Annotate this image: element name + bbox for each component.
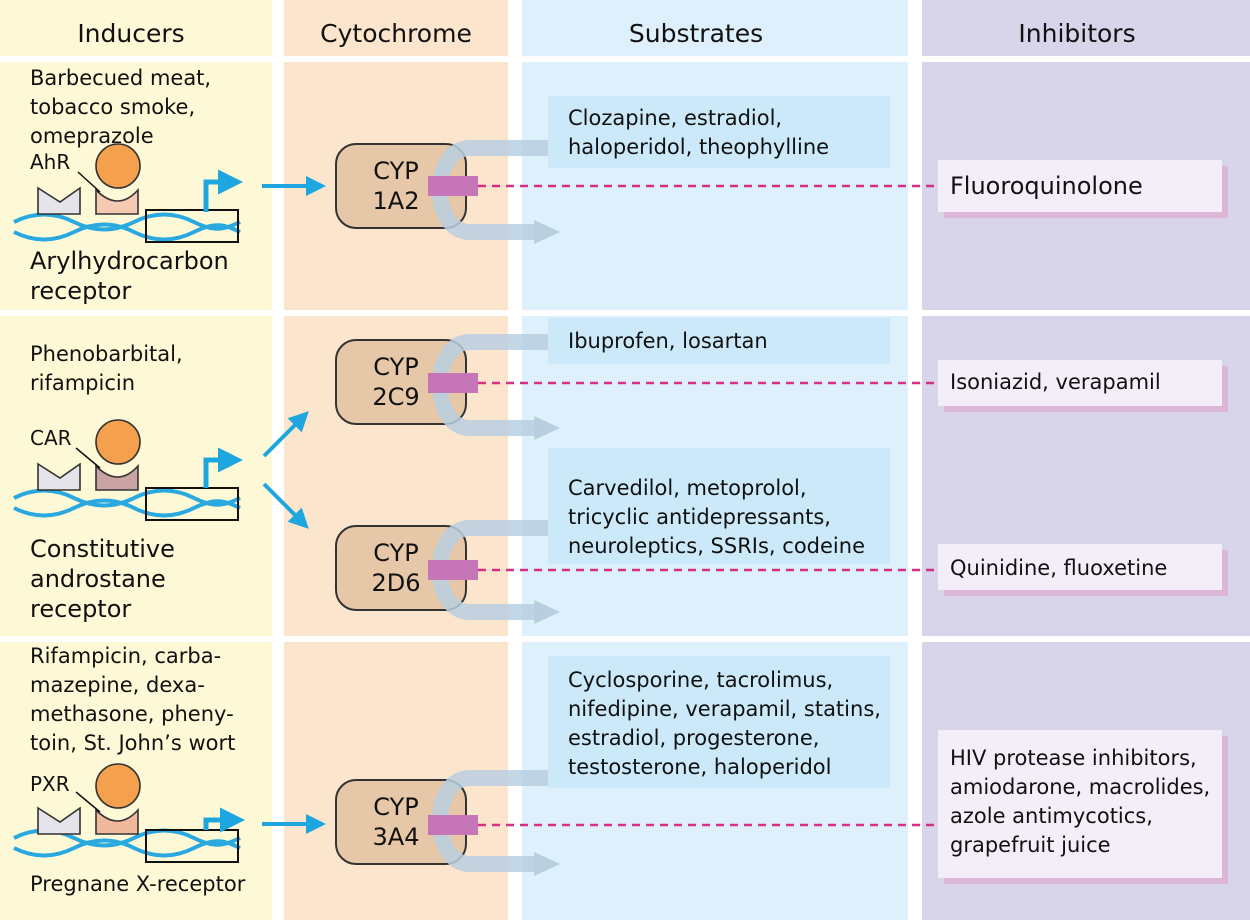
pxr-receptor-complex [13, 763, 326, 863]
car-receptor-complex [13, 411, 309, 529]
inhibitor-box-2c9 [938, 360, 1222, 406]
substrates-box-3a4 [548, 656, 890, 788]
cyp2c9-enzyme [335, 334, 936, 440]
inhibitors-2c9: Isoniazid, verapamil [950, 370, 1161, 394]
row-divider [0, 56, 1250, 62]
header-inhibitors: Inhibitors [1018, 19, 1136, 48]
ahr-receptor-complex [13, 143, 326, 243]
inhibitor-box-1a2 [938, 160, 1222, 212]
receptor-abbr-pxr: PXR [30, 772, 70, 796]
receptor-abbr-car: CAR [30, 426, 72, 450]
substrates-2c9: Ibuprofen, losartan [568, 329, 768, 353]
substrates-2d6: Carvedilol, metoprolol, tricyclic antide… [568, 476, 865, 558]
substrates-1a2: Clozapine, estradiol, haloperidol, theop… [568, 106, 830, 159]
cyp3a4-enzyme [335, 770, 936, 876]
inducers-ahr: Barbecued meat, tobacco smoke, omeprazol… [30, 66, 212, 148]
inhibitor-box-3a4 [938, 730, 1222, 878]
inhibitors-3a4: HIV protease inhibitors, amiodarone, mac… [950, 746, 1211, 857]
substrates-3a4: Cyclosporine, tacrolimus, nifedipine, ve… [568, 668, 881, 779]
row-divider [0, 636, 1250, 642]
inducers-pxr: Rifampicin, carba- mazepine, dexa- metha… [30, 644, 236, 755]
cyp2c9-label: CYP 2C9 [372, 353, 420, 411]
inhibitors-2d6: Quinidine, fluoxetine [950, 556, 1168, 580]
cyp2d6-enzyme [335, 520, 936, 624]
cyp3a4-label: CYP 3A4 [372, 793, 420, 851]
substrates-box-1a2 [548, 96, 890, 168]
header-cytochrome: Cytochrome [320, 19, 472, 48]
receptor-name-car: Constitutive androstane receptor [30, 535, 175, 623]
cyp2d6-label: CYP 2D6 [371, 539, 421, 597]
header-substrates: Substrates [628, 19, 764, 48]
substrates-box-2c9 [548, 318, 890, 364]
substrates-box-2d6 [548, 448, 890, 564]
header-inducers: Inducers [77, 19, 185, 48]
inhibitor-box-2d6 [938, 544, 1222, 590]
receptor-abbr-ahr: AhR [30, 150, 71, 174]
cyp1a2-label: CYP 1A2 [372, 157, 420, 215]
cyp1a2-enzyme [335, 140, 936, 244]
row-divider [0, 310, 1250, 316]
receptor-name-pxr: Pregnane X-receptor [30, 872, 246, 896]
inducers-car: Phenobarbital, rifampicin [30, 342, 183, 395]
receptor-name-ahr: Arylhydrocarbon receptor [30, 247, 229, 305]
inhibitors-1a2: Fluoroquinolone [950, 172, 1143, 200]
